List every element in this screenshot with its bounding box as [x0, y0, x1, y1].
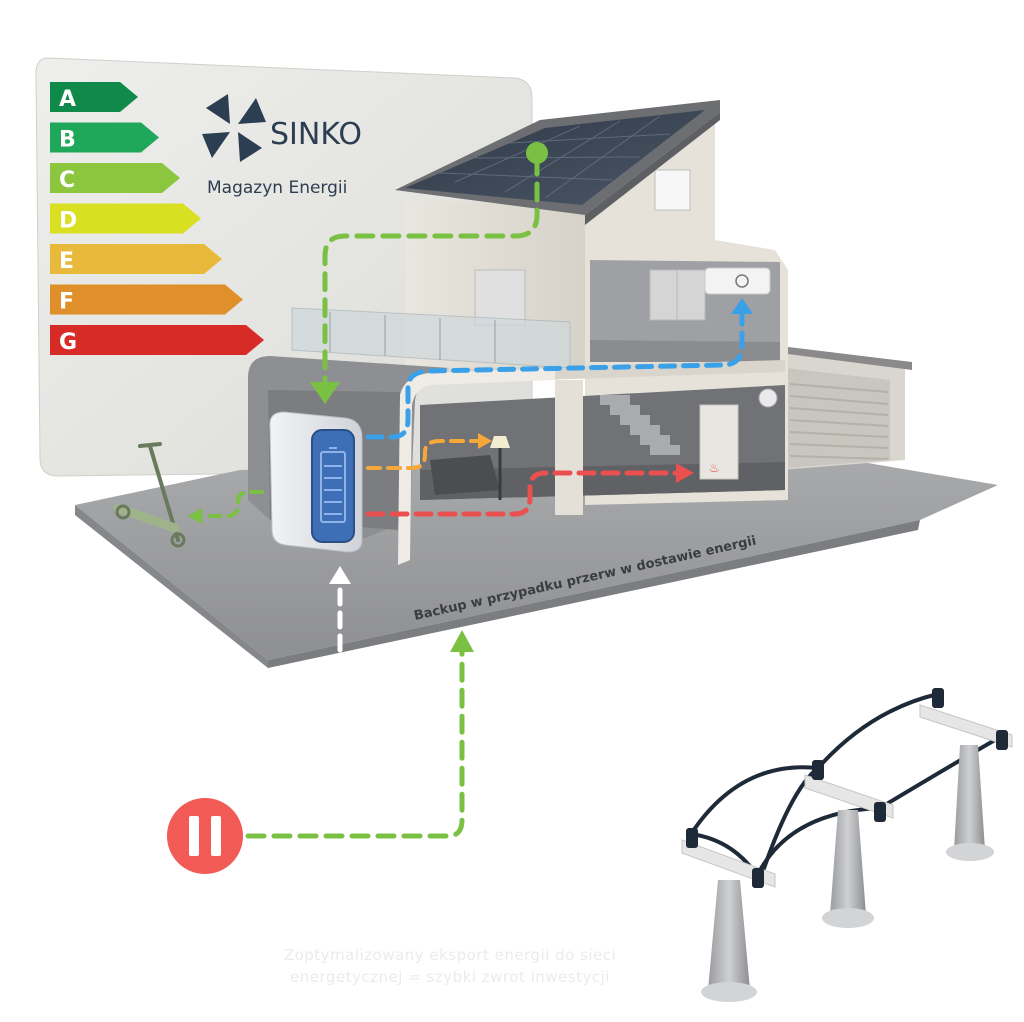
energy-class-arrow: [50, 244, 222, 274]
energy-class-letter: E: [59, 249, 74, 274]
energy-class-letter: F: [59, 290, 74, 315]
heating-flow-arrow: [365, 470, 683, 517]
energy-class-arrow: [50, 82, 138, 112]
lighting-arrow-head: [478, 433, 492, 449]
energy-class-arrow: [50, 122, 159, 153]
energy-class-g: G: [50, 325, 264, 355]
energy-class-arrow: [50, 163, 180, 193]
pause-icon: [167, 798, 243, 874]
electric-scooter-icon: [113, 442, 186, 548]
heating-arrow-head: [676, 463, 694, 483]
caption-line-2: energetycznej = szybki zwrot inwestycji: [290, 968, 610, 986]
backup-arrow-head: [329, 566, 351, 584]
grid-export-caption: Zoptymalizowany eksport energii do sieci…: [170, 944, 730, 988]
brand-subtitle: Magazyn Energii: [207, 178, 347, 198]
garage: [772, 345, 912, 470]
solar-node: [526, 142, 548, 164]
energy-class-e: E: [50, 244, 222, 274]
energy-class-letter: D: [59, 209, 77, 234]
energy-class-arrow: [50, 284, 243, 315]
ac-flow-arrow: [365, 307, 745, 440]
energy-class-arrow: [50, 325, 264, 355]
scooter-arrow-head: [188, 508, 202, 524]
energy-class-f: F: [50, 284, 243, 315]
lighting-flow-arrow: [366, 439, 482, 470]
power-line-towers: [681, 688, 1013, 1002]
ac-arrow-head: [731, 298, 753, 314]
energy-class-letter: G: [59, 330, 77, 355]
brand-name: SINKO: [270, 117, 362, 152]
energy-class-letter: A: [59, 87, 76, 112]
pinwheel-logo-icon: [202, 94, 266, 162]
battery-level-icon: [320, 447, 346, 523]
solar-flow-arrow: [322, 155, 540, 391]
boiler-icon: ♨: [709, 461, 720, 475]
energy-class-arrow: [50, 203, 201, 234]
brand-logo: SINKO Magazyn Energii: [202, 94, 362, 198]
energy-class-a: A: [50, 82, 138, 112]
scooter-flow-arrow: [198, 490, 264, 518]
grid-flow-arrow: [245, 647, 465, 839]
caption-line-1: Zoptymalizowany eksport energii do sieci: [283, 946, 617, 964]
grid-arrow-head: [450, 630, 474, 652]
energy-class-d: D: [50, 203, 201, 234]
energy-class-c: C: [50, 163, 180, 193]
energy-class-letter: B: [59, 128, 76, 153]
energy-class-b: B: [50, 122, 159, 153]
battery-unit: [269, 411, 363, 553]
solar-arrow-head: [310, 382, 340, 404]
energy-class-letter: C: [59, 168, 75, 193]
